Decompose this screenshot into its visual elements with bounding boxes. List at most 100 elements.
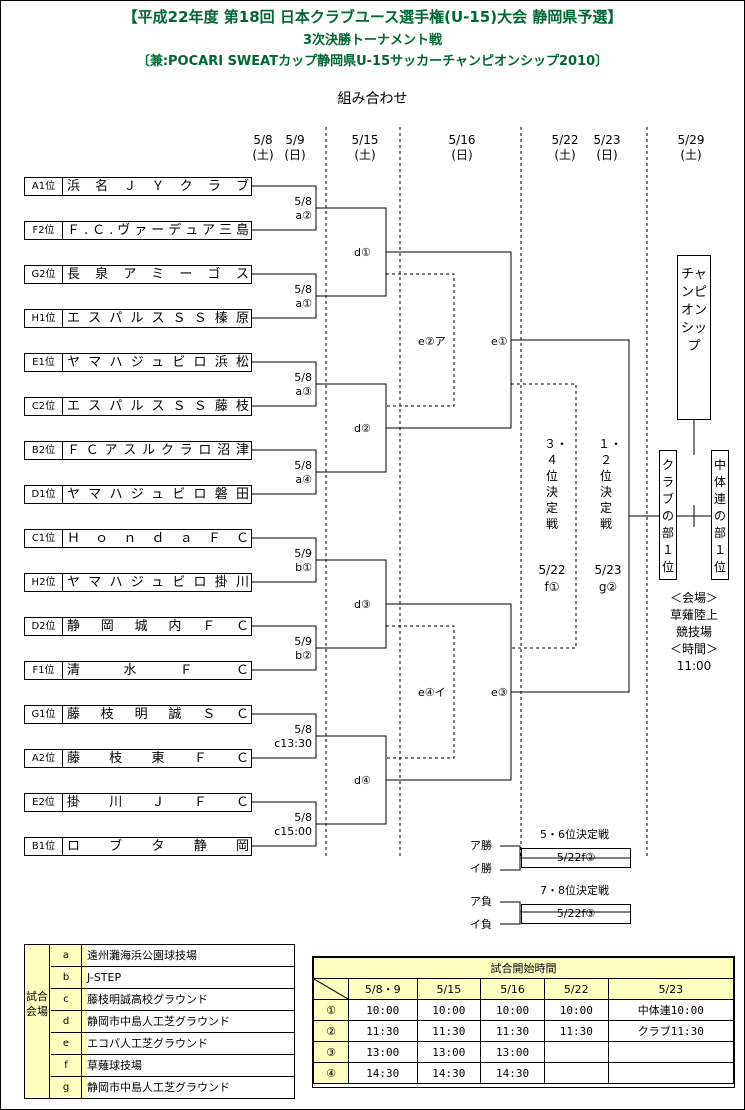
junior-winner-box: 中体連の部１位 — [711, 450, 729, 580]
venue-note-line: ＜会場＞ — [669, 591, 718, 605]
schedule-header: 5/15 — [416, 978, 482, 1000]
venue-note-line: 草薙陸上 — [669, 608, 718, 622]
match-code: a③ — [295, 385, 312, 398]
schedule-time: 13:00 — [480, 1041, 545, 1063]
team-name: ＨｏｎｄａＦＣ — [67, 531, 249, 546]
schedule-time: 10:00 — [348, 999, 418, 1021]
team-row: C2位エスパルスＳＳ藤枝 — [24, 397, 252, 416]
date-value: 5/9 — [285, 133, 305, 147]
team-row: G2位長泉アミーゴス — [24, 265, 252, 284]
schedule-header: 5/16 — [480, 978, 545, 1000]
column-dividers — [325, 127, 648, 858]
team-name: 浜名ＪＹクラブ — [67, 179, 249, 194]
team-name: ＦＣアスルクラロ沼津 — [67, 443, 249, 458]
date-value: 5/16 — [448, 133, 476, 147]
team-row: C1位 ＨｏｎｄａＦＣ — [24, 529, 252, 548]
placement-title: 5・6位決定戦 — [540, 828, 609, 841]
round2-match-label: d① — [354, 246, 371, 259]
round2-lines — [316, 207, 387, 825]
date-weekday: (土) — [554, 148, 576, 162]
match-code: a④ — [295, 473, 312, 486]
schedule-header: 5/8・9 — [348, 978, 418, 1000]
team-row: F2位 Ｆ.Ｃ.ヴァーデュア三島 — [24, 221, 252, 240]
legend-key: c — [51, 989, 82, 1010]
schedule-time: 13:00 — [348, 1041, 418, 1063]
date-weekday: (日) — [451, 148, 473, 162]
date-header: 5/29(土) — [669, 133, 713, 163]
match-code: c15:00 — [274, 825, 312, 838]
team-rank: D2位 — [25, 618, 63, 635]
team-name: 静岡城内ＦＣ — [67, 619, 249, 634]
legend-venue: エコパ人工芝グラウンド — [87, 1033, 294, 1054]
venue-note-line: 競技場 — [675, 625, 712, 639]
team-row: F1位清水ＦＣ — [24, 661, 252, 680]
schedule-time: 14:30 — [416, 1062, 482, 1084]
final-date: 5/23 — [594, 563, 622, 577]
legend-key: b — [51, 967, 82, 988]
match-label-e4i: e④イ — [418, 686, 446, 699]
schedule-match-number: ① — [313, 999, 349, 1021]
date-header: 5/22(土) — [543, 133, 587, 163]
date-value: 5/29 — [677, 133, 705, 147]
team-rank: F1位 — [25, 662, 63, 679]
placement-top: ア勝 — [470, 839, 492, 852]
round2-match-label: d③ — [354, 598, 371, 611]
team-row: D1位ヤマハジュビロ磐田 — [24, 485, 252, 504]
team-name: 藤枝東ＦＣ — [67, 751, 249, 766]
match-date: 5/8 — [294, 283, 312, 296]
team-rank: F2位 — [25, 222, 63, 239]
cup-title: 〔兼:POCARI SWEATカップ静岡県U-15サッカーチャンピオンシップ20… — [136, 54, 609, 69]
match-code: a② — [295, 209, 312, 222]
team-name: ロブタ静岡 — [67, 839, 249, 854]
date-weekday: (日) — [284, 148, 306, 162]
main-title: 【平成22年度 第18回 日本クラブユース選手権(U-15)大会 静岡県予選】 — [122, 8, 623, 26]
schedule-time — [543, 1062, 609, 1084]
round3-lines — [386, 251, 512, 781]
placement-top: ア負 — [470, 895, 492, 908]
team-name: Ｆ.Ｃ.ヴァーデュア三島 — [67, 223, 249, 238]
placement-lines — [500, 845, 630, 925]
match-date: 5/9 — [294, 635, 312, 648]
schedule-time: 14:30 — [348, 1062, 418, 1084]
schedule-match-number: ③ — [313, 1041, 349, 1063]
legend-venue: 草薙球技場 — [87, 1055, 294, 1076]
schedule-time: 11:30 — [543, 1020, 609, 1042]
date-weekday: (日) — [596, 148, 618, 162]
team-rank: A1位 — [25, 178, 63, 195]
schedule-time — [607, 1062, 735, 1084]
match-label-e3: e③ — [491, 686, 508, 699]
schedule-time: 10:00 — [416, 999, 482, 1021]
legend-venue: 遠州灘海浜公園球技場 — [87, 945, 294, 966]
club-winner-box: クラブの部１位 — [659, 450, 677, 580]
placement-code: 5/22f③ — [521, 904, 631, 924]
schedule-header: 5/22 — [543, 978, 609, 1000]
match-date: 5/9 — [294, 547, 312, 560]
venue-note-line: ＜時間＞ — [669, 642, 718, 656]
team-row: A2位藤枝東ＦＣ — [24, 749, 252, 768]
team-name: 掛川ＪＦＣ — [67, 795, 249, 810]
schedule-time: 10:00 — [480, 999, 545, 1021]
legend-venue: 静岡市中島人工芝グラウンド — [87, 1077, 294, 1098]
team-rank: B1位 — [25, 838, 63, 855]
date-header: 5/16(日) — [440, 133, 484, 163]
date-value: 5/23 — [593, 133, 621, 147]
legend-venue: 藤枝明誠高校グラウンド — [87, 989, 294, 1010]
match-date: 5/8 — [294, 371, 312, 384]
team-rank: C1位 — [25, 530, 63, 547]
placement-bottom: イ勝 — [470, 862, 492, 875]
team-rank: A2位 — [25, 750, 63, 767]
schedule-match-number: ④ — [313, 1062, 349, 1084]
legend-key: f — [51, 1055, 82, 1076]
schedule-time: 11:30 — [480, 1020, 545, 1042]
